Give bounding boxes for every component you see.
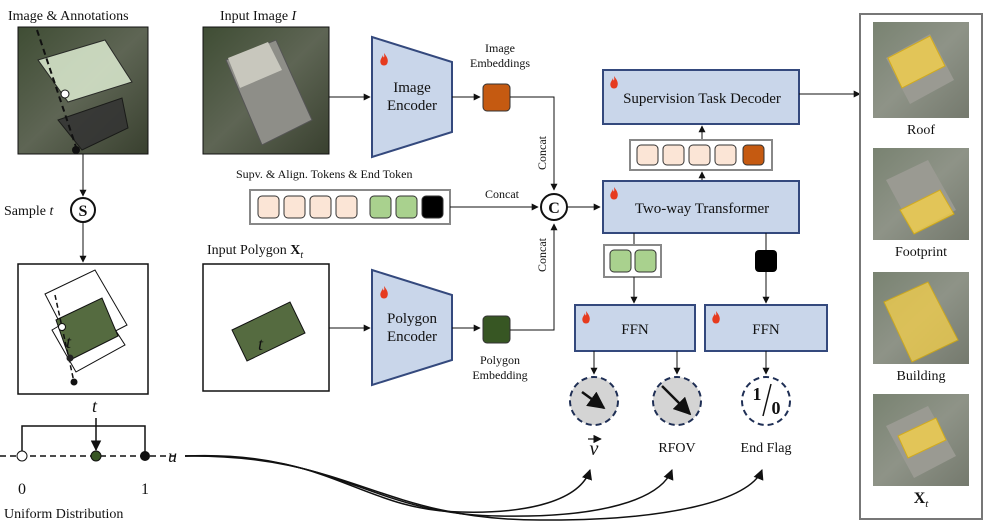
footprint-thumb: [873, 148, 969, 240]
rfov-output: [652, 376, 702, 426]
end-token: [755, 250, 777, 272]
building-thumb: [873, 272, 969, 364]
direction-vector-output: [569, 376, 619, 426]
u-to-endflag-curve: [184, 455, 764, 521]
polygon-embedding-label-2: Embedding: [472, 368, 527, 382]
end-flag-label: End Flag: [741, 441, 792, 456]
svg-text:Encoder: Encoder: [387, 98, 437, 114]
token-sequence: [249, 189, 451, 225]
polygon-encoder: Polygon Encoder: [371, 268, 453, 387]
axis-one-point: [140, 451, 150, 461]
annotated-image: [17, 26, 149, 155]
input-image-label: Input Image I: [220, 9, 298, 24]
sample-node-label: S: [79, 203, 88, 220]
v-label: v: [590, 438, 599, 460]
tokens-label: Supv. & Align. Tokens & End Token: [236, 167, 412, 181]
sampled-point: [90, 450, 102, 462]
building-label: Building: [896, 369, 945, 384]
concat-node-label: C: [548, 200, 560, 217]
image-encoder: Image Encoder: [371, 35, 453, 159]
uniform-label: Uniform Distribution: [4, 507, 123, 522]
footprint-label: Footprint: [895, 245, 947, 260]
image-embeddings-label: Image: [485, 41, 515, 55]
svg-text:0: 0: [772, 398, 781, 418]
ffn-left: FFN: [574, 304, 696, 352]
svg-text:Two-way Transformer: Two-way Transformer: [635, 201, 769, 217]
roof-label: Roof: [907, 123, 935, 138]
svg-text:Encoder: Encoder: [387, 329, 437, 345]
image-embeddings-label-2: Embeddings: [470, 56, 530, 70]
sample-label: Sample t: [4, 204, 55, 219]
concat-mid-label: Concat: [485, 187, 520, 201]
u-symbol: u: [168, 446, 177, 466]
image-token: [482, 83, 511, 112]
u-to-v-curve: [184, 454, 592, 513]
axis-one-label: 1: [141, 481, 149, 498]
input-image: [202, 26, 330, 155]
axis-zero-label: 0: [18, 481, 26, 498]
svg-text:FFN: FFN: [621, 322, 649, 338]
supervision-task-decoder: Supervision Task Decoder: [602, 69, 800, 125]
sampled-polygon: t: [17, 263, 149, 395]
ffn-right: FFN: [704, 304, 828, 352]
svg-text:Polygon: Polygon: [387, 311, 438, 327]
svg-text:FFN: FFN: [752, 322, 780, 338]
t-symbol: t: [92, 396, 98, 416]
axis-zero-point: [16, 450, 28, 462]
decoder-token-sequence: [629, 139, 773, 171]
end-flag-output: 1 0: [741, 376, 791, 426]
svg-text:1: 1: [753, 384, 762, 404]
concat-bottom-label: Concat: [535, 237, 549, 272]
svg-text:Supervision Task Decoder: Supervision Task Decoder: [623, 91, 781, 107]
xt-thumb: [873, 394, 969, 486]
rfov-label: RFOV: [658, 441, 695, 456]
polygon-token: [482, 315, 511, 344]
two-way-transformer: Two-way Transformer: [602, 180, 800, 234]
polygon-embedding-label: Polygon: [480, 353, 520, 367]
xt-label: Xt: [914, 490, 930, 510]
svg-text:t: t: [258, 334, 264, 354]
image-annotations-label: Image & Annotations: [8, 9, 129, 24]
svg-text:Image: Image: [393, 80, 431, 96]
align-token-pair: [603, 244, 662, 278]
input-polygon-label: Input Polygon Xt: [207, 243, 303, 261]
roof-thumb: [873, 22, 969, 118]
input-polygon: t: [202, 263, 330, 392]
sampled-t-label: t: [66, 332, 72, 352]
concat-top-label: Concat: [535, 135, 549, 170]
